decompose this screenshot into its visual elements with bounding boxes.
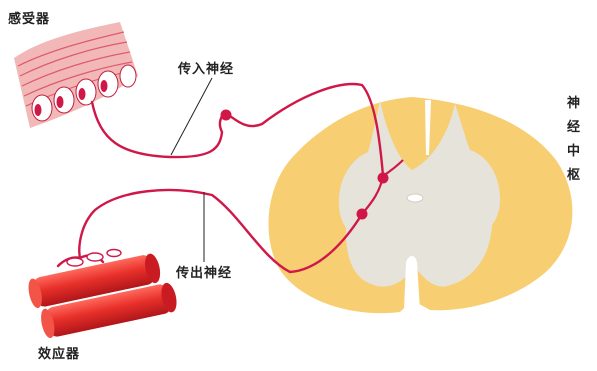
label-effector: 效应器 <box>38 343 80 362</box>
central-canal <box>407 194 423 202</box>
afferent-ganglion <box>220 110 232 133</box>
spinal-cord-cross-section <box>269 97 573 313</box>
leader-lines <box>171 78 212 262</box>
effector-muscle <box>26 250 179 341</box>
label-receptor: 感受器 <box>8 8 50 27</box>
label-nerve-center: 神经中枢 <box>566 92 582 188</box>
receptor-tissue <box>14 22 138 128</box>
label-efferent-nerve: 传出神经 <box>176 262 232 281</box>
label-afferent-nerve: 传入神经 <box>178 58 234 77</box>
